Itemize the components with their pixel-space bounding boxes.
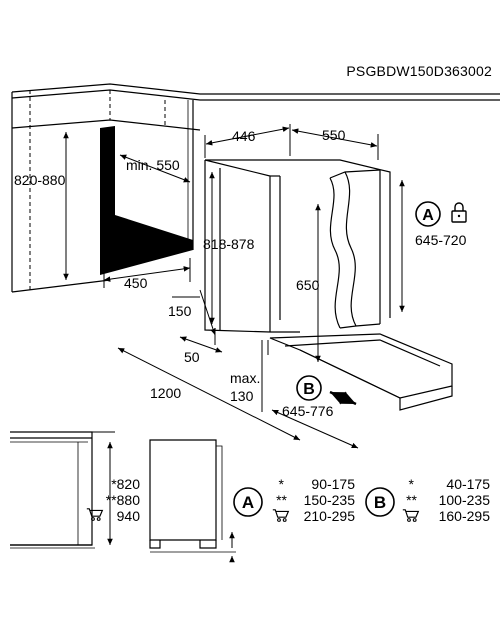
table-b-value-1: 40-175 <box>446 476 490 492</box>
width-dim: 446 <box>204 124 291 158</box>
side-h2: **880 <box>106 492 140 508</box>
niche-height-label: 820-880 <box>14 172 66 188</box>
max-plinth-label: max. <box>230 370 260 386</box>
table-a-mark-1: * <box>279 476 285 492</box>
table-a-value-2: 150-235 <box>304 492 356 508</box>
overall-width-dim: 1200 <box>117 347 301 441</box>
niche-depth-dim: min. 550 <box>119 154 191 183</box>
marker-b: B <box>296 375 322 401</box>
front-height-dim: *820 **880 940 <box>86 431 141 545</box>
table-b-marker: B <box>374 493 386 512</box>
table-b-value-2: 100-235 <box>439 492 491 508</box>
plinth-label: 50 <box>184 349 200 365</box>
cart-icon <box>272 509 289 522</box>
depth-label: 550 <box>322 127 346 143</box>
marker-b-letter: B <box>303 381 315 398</box>
niche-width-dim: 450 <box>103 258 191 291</box>
open-door <box>269 333 453 411</box>
appliance-height-dim: 818-878 <box>203 172 255 324</box>
cart-icon <box>86 508 103 521</box>
niche-wall <box>100 100 194 275</box>
product-code: PSGBDW150D363002 <box>346 63 492 79</box>
marker-a-letter: A <box>422 207 434 224</box>
depth-dim: 550 <box>291 127 379 160</box>
double-arrow-icon <box>329 390 357 406</box>
max-plinth-value: 130 <box>230 388 254 404</box>
plinth-dim: 50 <box>179 336 223 365</box>
marker-a: A <box>415 201 441 227</box>
door-offset-label: 645-776 <box>282 403 334 419</box>
inner-height-label: 650 <box>296 277 320 293</box>
side-view <box>149 439 236 563</box>
table-a-value-1: 90-175 <box>311 476 355 492</box>
width-label: 446 <box>232 128 256 144</box>
table-a-marker: A <box>242 493 254 512</box>
door-gap-dim: 150 <box>168 289 216 345</box>
niche-width-label: 450 <box>124 275 148 291</box>
max-plinth-dim: max. 130 <box>230 340 269 412</box>
side-h3: 940 <box>117 508 141 524</box>
side-h1: *820 <box>111 476 140 492</box>
dishwasher-body <box>204 159 391 333</box>
table-b-mark-1: * <box>409 476 415 492</box>
table-a: A * 90-175 ** 150-235 210-295 <box>233 476 356 524</box>
door-height-label: 645-720 <box>415 232 467 248</box>
lock-icon <box>451 202 467 223</box>
appliance-height-label: 818-878 <box>203 236 255 252</box>
inner-height-dim: 650 <box>296 204 321 362</box>
table-b-value-3: 160-295 <box>439 508 491 524</box>
door-panel <box>329 169 381 329</box>
front-view <box>10 431 95 549</box>
table-a-value-3: 210-295 <box>304 508 356 524</box>
cart-icon <box>402 509 419 522</box>
countertop <box>11 83 500 293</box>
niche-height-dim: 820-880 <box>14 132 69 280</box>
table-b: B * 40-175 ** 100-235 160-295 <box>365 476 491 524</box>
door-gap-label: 150 <box>168 303 192 319</box>
door-offset-dim: 645-776 <box>271 403 359 449</box>
table-a-mark-2: ** <box>276 492 287 508</box>
overall-width-label: 1200 <box>150 385 181 401</box>
table-b-mark-2: ** <box>406 492 417 508</box>
door-height-dim: 645-720 <box>399 180 467 312</box>
niche-depth-label: min. 550 <box>126 157 180 173</box>
